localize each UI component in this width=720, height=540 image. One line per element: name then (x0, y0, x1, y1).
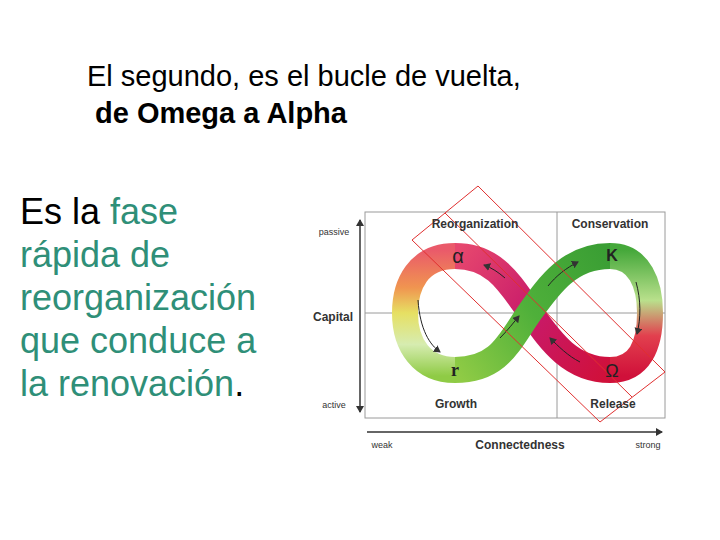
flow-arrow (418, 300, 440, 352)
phase-symbol: Ω (605, 361, 618, 382)
flow-arrow (548, 262, 578, 286)
quadrant-label: Release (590, 398, 635, 412)
capital-axis (359, 220, 361, 412)
conservation-band (610, 256, 650, 370)
quadrant-label: Growth (435, 398, 477, 412)
flow-arrow (636, 282, 640, 334)
phase-symbol: α (452, 245, 464, 268)
red-center-line (445, 213, 632, 397)
flow-arrow (484, 265, 505, 278)
axis-label: Connectedness (475, 439, 564, 453)
flow-arrows (418, 262, 640, 362)
red-rotated-rectangle (412, 186, 665, 422)
axis-label: Capital (313, 311, 353, 325)
red-overlay-outline (412, 186, 665, 422)
body-text-part: . (234, 363, 244, 404)
slide-title: El segundo, es el bucle de vuelta, (87, 60, 521, 93)
subtitle: de Omega a Alpha (95, 97, 347, 130)
axis-end-label: passive (319, 227, 350, 237)
phase-symbol: K (606, 247, 618, 265)
quadrant-label: Conservation (572, 218, 649, 232)
body-text: Es la fase rápida de reorganización que … (20, 190, 282, 405)
quadrant-label: Reorganization (432, 218, 519, 232)
quadrant-divider (557, 212, 558, 418)
quadrant-frame (365, 212, 665, 418)
axis-end-label: weak (371, 440, 392, 450)
axis-end-label: active (322, 400, 346, 410)
axis-end-label: strong (635, 440, 660, 450)
infinity-loop (405, 256, 650, 370)
body-text-part: Es la (20, 191, 100, 232)
connectedness-axis (367, 431, 662, 433)
reorganization-band (405, 256, 455, 370)
phase-symbol: r (451, 360, 459, 381)
